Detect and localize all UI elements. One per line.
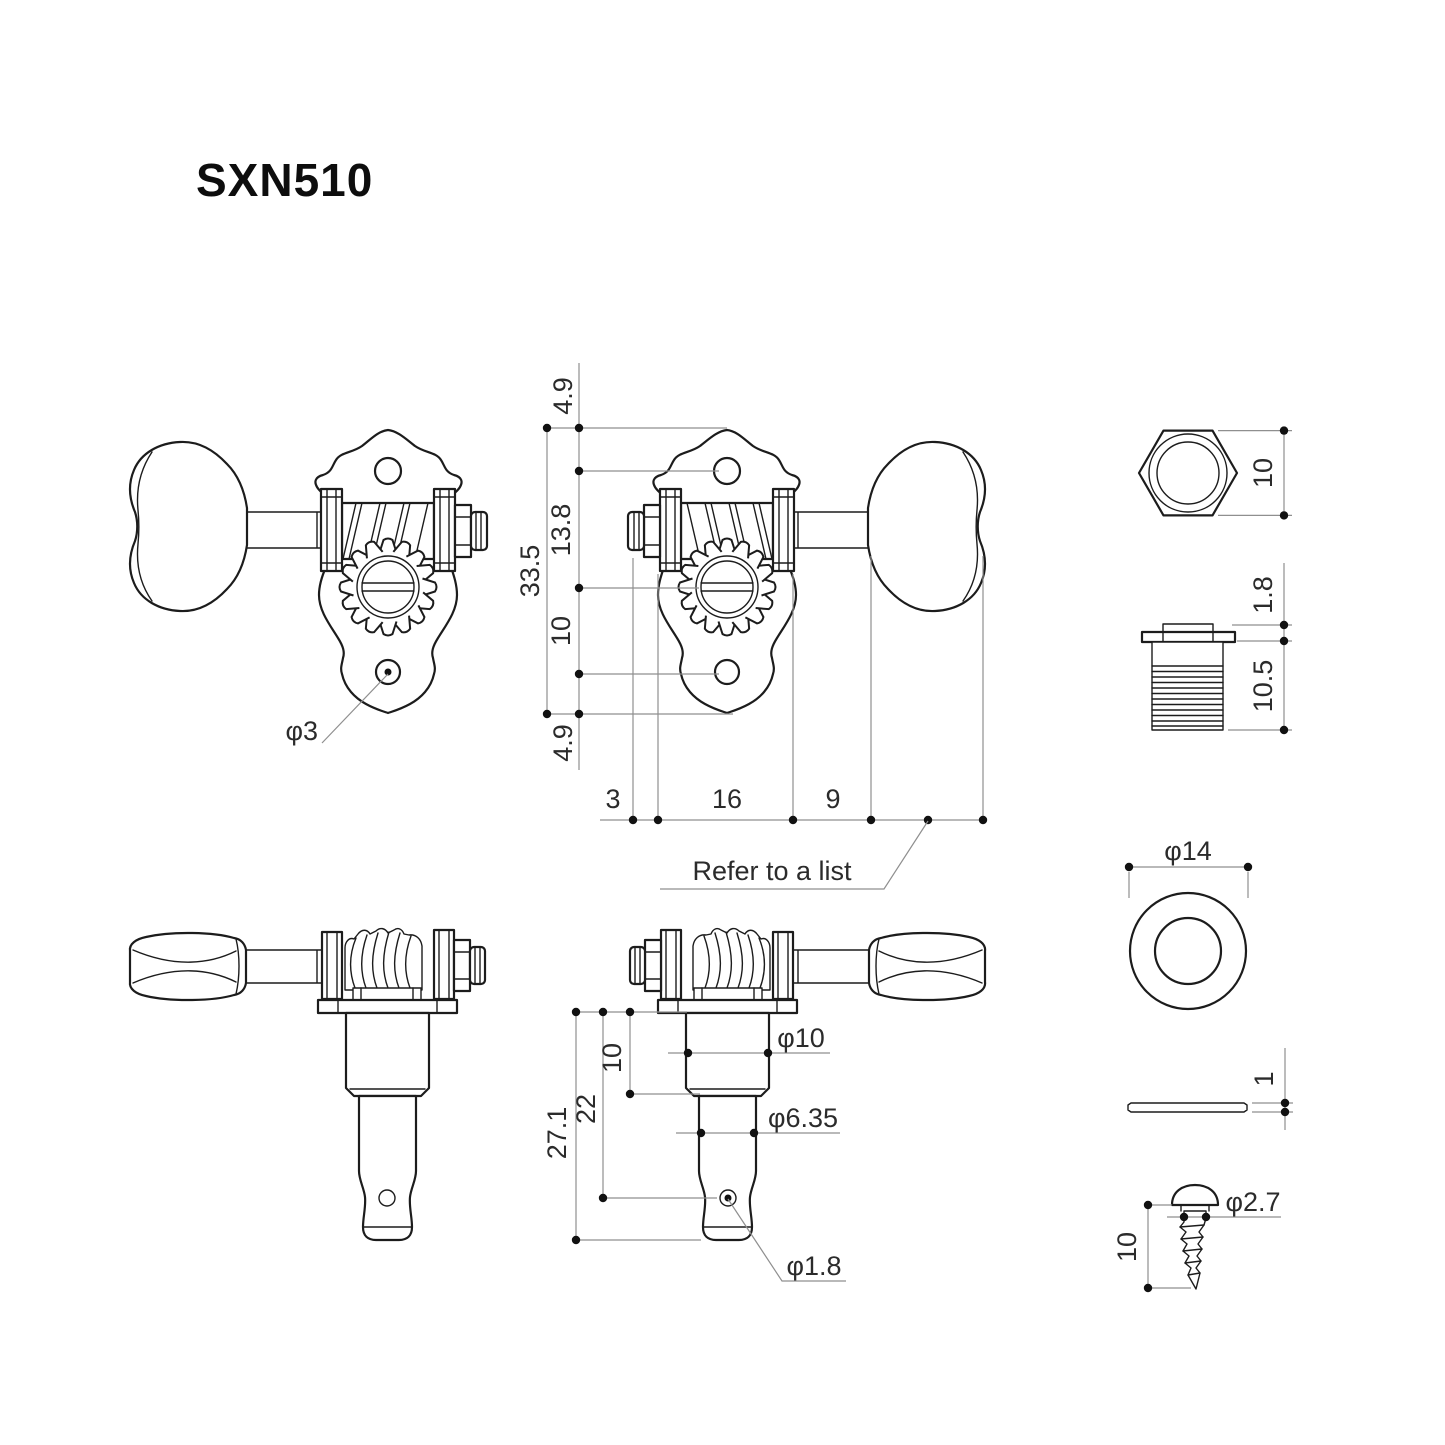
bushing-lip (1162, 623, 1214, 633)
hex-nut-outline (1137, 429, 1239, 517)
screw-head (1170, 1183, 1220, 1207)
bushing-side-view: 1.8 10.5 (1140, 563, 1292, 735)
dim-label-post-overall: 27.1 (542, 1107, 572, 1160)
dim-label-washer-dia: φ14 (1164, 836, 1212, 866)
washer-inner (1153, 916, 1223, 986)
washer-top-view: φ14 (1124, 836, 1253, 1011)
dim-label-thread-length: 10.5 (1248, 660, 1278, 713)
dim-label-screw-length: 10 (1112, 1232, 1142, 1262)
bushing-thread-body (1151, 641, 1224, 731)
dim-label-nut-across-flats: 10 (1248, 458, 1278, 488)
front-view-left: φ3 (130, 430, 487, 746)
dim-label-bushing-depth: 10 (597, 1043, 627, 1073)
dim-label-width-seg3: 9 (825, 784, 840, 814)
dim-label-top-offset: 4.9 (548, 377, 578, 415)
dim-label-center-to-hole: 10 (546, 616, 576, 646)
page-title: SXN510 (196, 154, 373, 206)
bushing-flange (1140, 630, 1237, 644)
wood-screw-view: φ2.7 10 (1112, 1183, 1281, 1293)
dim-label-screw-dia: φ2.7 (1225, 1187, 1280, 1217)
dim-label-to-string-hole: 22 (571, 1094, 601, 1124)
hex-nut-top-view: 10 (1137, 426, 1292, 520)
washer-side-view: 1 (1127, 1048, 1293, 1130)
dim-label-washer-thickness: 1 (1249, 1071, 1279, 1086)
screw-thread-lines (1179, 1224, 1205, 1276)
dim-label-bottom-offset: 4.9 (548, 724, 578, 762)
bushing-thread-ridges (1151, 665, 1224, 727)
dim-label-width-seg2: 16 (712, 784, 742, 814)
dim-label-shaft-dia: φ6.35 (768, 1103, 838, 1133)
dim-label-width-seg1: 3 (605, 784, 620, 814)
dim-label-hole-to-center: 13.8 (546, 504, 576, 557)
side-view-dimensioned (628, 927, 987, 1242)
side-view-left (128, 927, 487, 1242)
dim-label-post-dia: φ10 (777, 1023, 825, 1053)
front-view-dimensioned (628, 430, 985, 713)
side-view-dimensions: 27.1 22 10 φ10 φ6.35 φ1.8 (542, 1007, 846, 1282)
dim-label-pilot-hole: φ3 (285, 716, 318, 746)
dim-label-overall-height: 33.5 (515, 545, 545, 598)
dim-label-flange-height: 1.8 (1248, 576, 1278, 614)
front-view-dimensions: 4.9 13.8 33.5 10 4.9 3 16 9 Refer to a l… (515, 363, 988, 890)
washer-edge (1127, 1102, 1248, 1113)
note-refer-to-list: Refer to a list (692, 856, 852, 886)
dim-label-string-hole-dia: φ1.8 (786, 1251, 841, 1281)
